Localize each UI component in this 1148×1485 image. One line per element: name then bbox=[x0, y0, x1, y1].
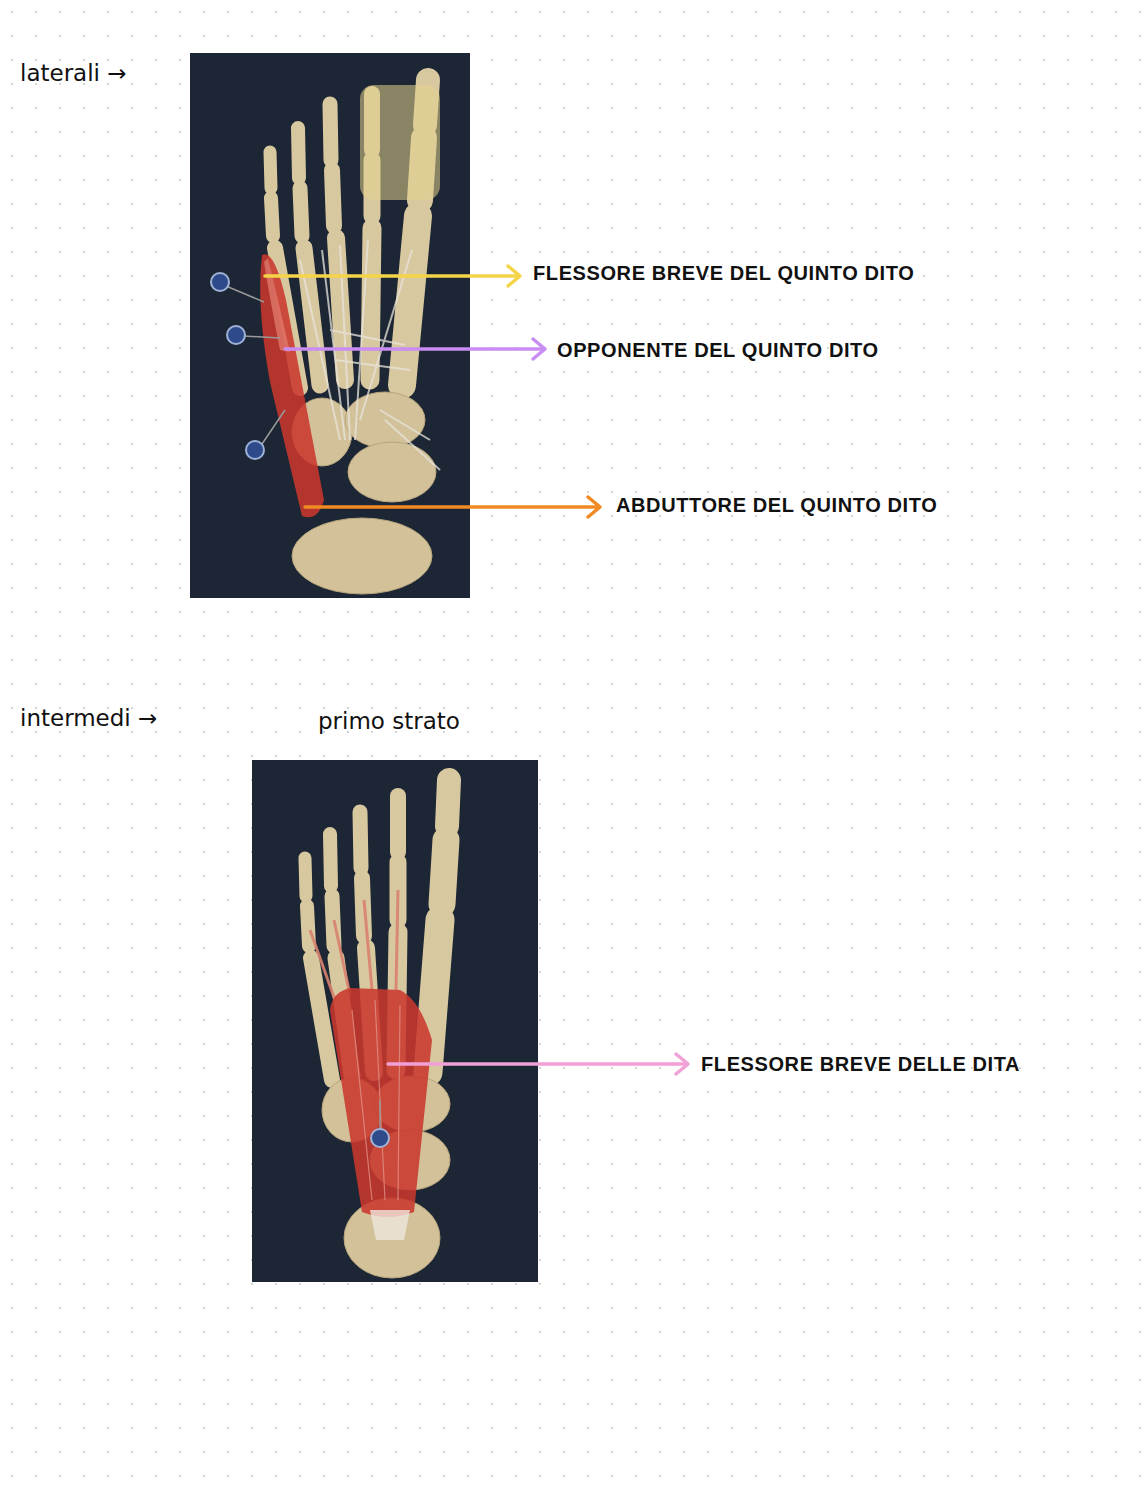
foot-intermediate-view bbox=[252, 760, 538, 1282]
layer-heading: primo strato bbox=[318, 708, 460, 734]
pointer-arrow bbox=[285, 339, 545, 359]
pointer-arrow bbox=[388, 1054, 688, 1074]
pointer-arrow bbox=[265, 266, 520, 286]
section-heading: intermedi → bbox=[20, 705, 157, 731]
muscle-label: ABDUTTORE DEL QUINTO DITO bbox=[616, 494, 937, 517]
muscle-label: OPPONENTE DEL QUINTO DITO bbox=[557, 339, 879, 362]
muscle-label: FLESSORE BREVE DELLE DITA bbox=[701, 1053, 1020, 1076]
section-heading: laterali → bbox=[20, 60, 127, 86]
pointer-arrow bbox=[305, 497, 600, 517]
muscle-label: FLESSORE BREVE DEL QUINTO DITO bbox=[533, 262, 914, 285]
foot-lateral-view bbox=[190, 53, 470, 598]
